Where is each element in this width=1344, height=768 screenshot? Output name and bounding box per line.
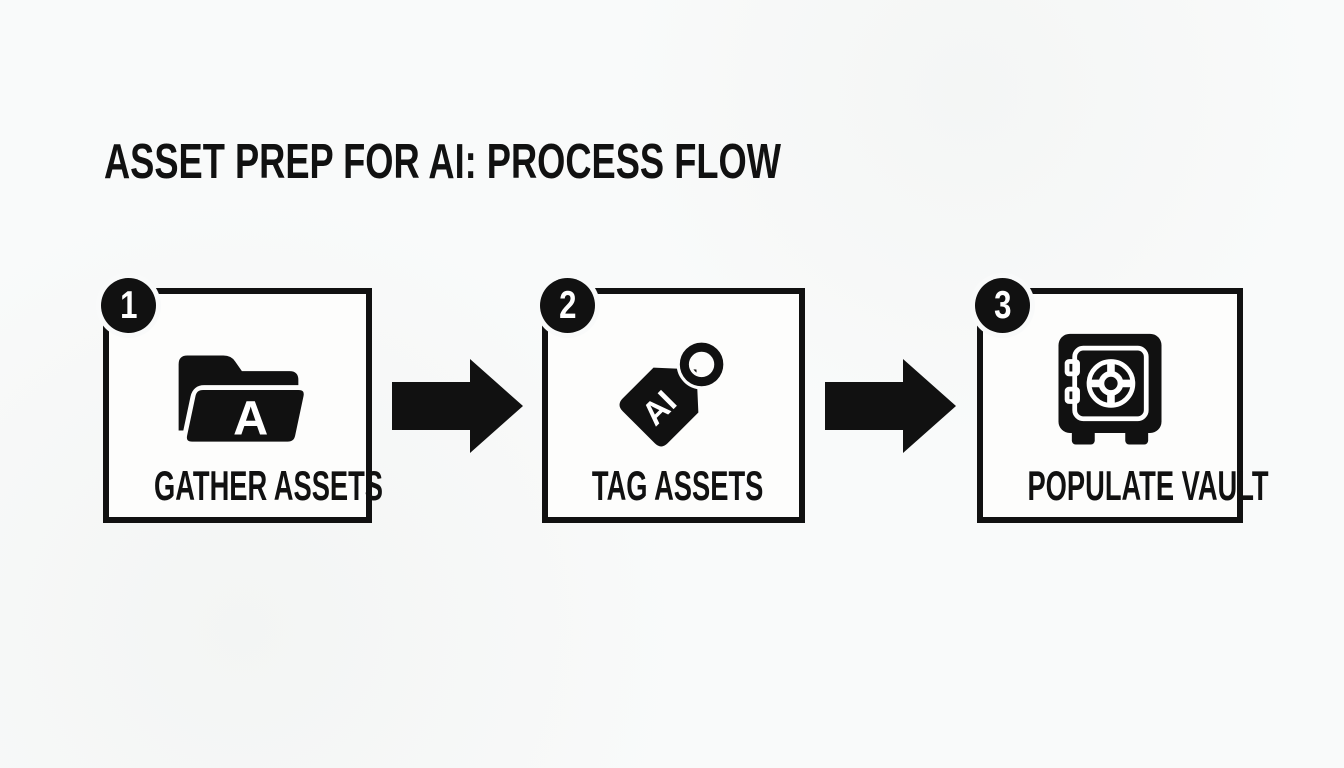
step-number-badge: 1 [101,278,156,333]
step-number-badge: 2 [540,278,595,333]
step-box-gather-assets: 1 A GATHER ASSETS [101,278,384,523]
step-number: 3 [993,284,1012,327]
step-label: POPULATE VAULT [1027,462,1269,509]
folder-letter: A [233,391,268,445]
step-label: GATHER ASSETS [153,462,384,509]
tag-icon: AI [548,328,799,456]
arrow-right-icon [392,359,523,453]
step-box-tag-assets: 2 AI TAG ASSETS [540,278,805,523]
folder-icon: A [109,328,366,456]
step-number-badge: 3 [975,278,1030,333]
step-box-populate-vault: 3 POPULATE VAULT [975,278,1269,523]
step-number: 2 [558,284,577,327]
vault-icon [983,328,1237,456]
step-label: TAG ASSETS [591,462,764,509]
diagram-title: ASSET PREP FOR AI: PROCESS FLOW [104,135,781,189]
step-number: 1 [119,284,138,327]
arrow-right-icon [825,359,956,453]
